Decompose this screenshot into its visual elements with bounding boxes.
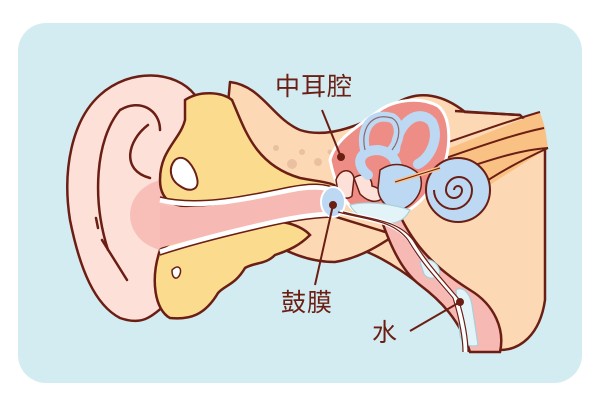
water-pointer-line [409,301,461,332]
label-middle-ear-cavity: 中耳腔 [275,72,354,101]
eardrum-pointer-line [314,204,334,286]
middle-ear-pointer-line [321,109,342,158]
eardrum-pointer-dot [329,201,337,209]
middle-ear-pointer-dot [337,153,345,161]
inner-ear [355,111,491,223]
label-eardrum: 鼓膜 [281,288,334,317]
ear-canal [159,183,339,256]
label-pointers [314,109,464,332]
water-pointer-dot [456,298,464,306]
label-water: 水 [372,318,399,347]
